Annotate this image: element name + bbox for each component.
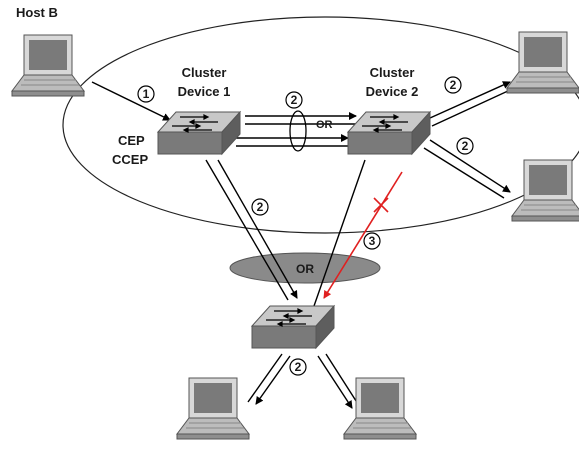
link-hostb-dev1 [91, 81, 171, 121]
link-lower-host-br-b [325, 353, 359, 405]
cluster-boundary [62, 16, 579, 234]
cluster-device-1-label-line1: Cluster [182, 65, 227, 80]
host-b-laptop-icon [11, 34, 85, 97]
cluster-device-1-label-line2: Device 1 [178, 84, 231, 99]
failure-path [323, 171, 403, 299]
cluster-device-2-label-line1: Cluster [370, 65, 415, 80]
step-marker-3: 3 [363, 232, 381, 250]
step-marker-2-bottom: 2 [289, 358, 307, 376]
step-marker-2-right-top: 2 [444, 76, 462, 94]
cep-label: CEP [118, 133, 145, 148]
step-marker-2-top: 2 [285, 91, 303, 109]
link-dev1-lower-a [205, 159, 289, 301]
cluster-device-2-switch [347, 111, 431, 155]
x-mark-icon [373, 197, 389, 213]
svg-text:2: 2 [462, 139, 469, 153]
host-bottom-left-laptop-icon [176, 377, 250, 440]
svg-text:1: 1 [143, 87, 150, 101]
cluster-device-1-switch [157, 111, 241, 155]
step-marker-2-left-down: 2 [251, 198, 269, 216]
step-marker-2-right-bottom: 2 [456, 137, 474, 155]
lower-switch [251, 305, 335, 349]
link-dev2-host-tr-a [429, 81, 511, 119]
svg-text:2: 2 [295, 360, 302, 374]
link-dev2-lower [313, 159, 366, 307]
host-bottom-center-laptop-icon [343, 377, 417, 440]
link-lower-host-br-a [317, 355, 353, 409]
or-label-bottom: OR [296, 262, 314, 276]
or-label-top: OR [316, 119, 333, 131]
link-dev2-host-tr-b [431, 89, 511, 127]
svg-text:3: 3 [369, 234, 376, 248]
or-ellipse-bottom [229, 252, 381, 284]
step-marker-1: 1 [137, 85, 155, 103]
svg-text:2: 2 [291, 93, 298, 107]
host-b-label: Host B [16, 5, 58, 20]
host-top-right-laptop-icon [506, 31, 579, 94]
link-lower-host-bl-b [247, 353, 283, 403]
host-bottom-right-laptop-icon [511, 159, 579, 222]
links [91, 81, 511, 409]
link-dev1-lower-b [217, 159, 298, 299]
svg-text:2: 2 [257, 200, 264, 214]
link-dev2-host-br-b [423, 147, 505, 199]
link-dev2-host-br-a [429, 139, 511, 193]
svg-text:2: 2 [450, 78, 457, 92]
ccep-label: CCEP [112, 152, 148, 167]
cluster-device-2-label-line2: Device 2 [366, 84, 419, 99]
or-loop-top [289, 110, 307, 152]
link-lower-host-bl-a [255, 355, 291, 405]
